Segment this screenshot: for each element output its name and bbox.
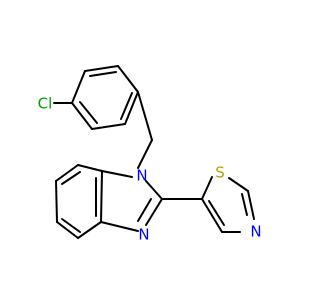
bond — [120, 92, 133, 120]
bond — [55, 180, 58, 223]
bond — [145, 198, 163, 226]
bond — [241, 193, 248, 216]
bond — [77, 221, 102, 239]
structure-canvas: Cl N N S N — [38, 65, 262, 244]
bond — [100, 170, 103, 223]
bond — [61, 171, 81, 185]
bond — [247, 190, 255, 220]
sulfur-label: S — [215, 164, 225, 182]
bond — [91, 123, 126, 130]
bond — [100, 221, 139, 232]
bond — [208, 200, 225, 226]
bond — [71, 70, 86, 104]
bond — [117, 65, 139, 93]
bond — [55, 164, 79, 182]
bond — [84, 65, 119, 72]
nitrogen-label-thiazole: N — [250, 223, 261, 241]
nitrogen-label-n3: N — [138, 226, 149, 244]
bond — [137, 139, 153, 169]
bond — [56, 221, 79, 239]
bond — [71, 102, 93, 130]
chlorine-label: Cl — [38, 95, 53, 113]
bond — [201, 176, 213, 200]
bond — [137, 91, 153, 141]
nitrogen-label-n1: N — [136, 167, 147, 185]
bond — [137, 198, 152, 222]
bond — [89, 71, 117, 77]
bond — [145, 180, 163, 200]
bond — [201, 198, 223, 233]
bond — [77, 164, 103, 172]
atom-labels: Cl N N S N — [38, 95, 262, 244]
bond — [228, 177, 249, 192]
bond — [79, 101, 98, 124]
bonds — [53, 65, 255, 239]
bond — [61, 218, 81, 233]
bond — [101, 170, 133, 178]
bond — [124, 91, 139, 125]
